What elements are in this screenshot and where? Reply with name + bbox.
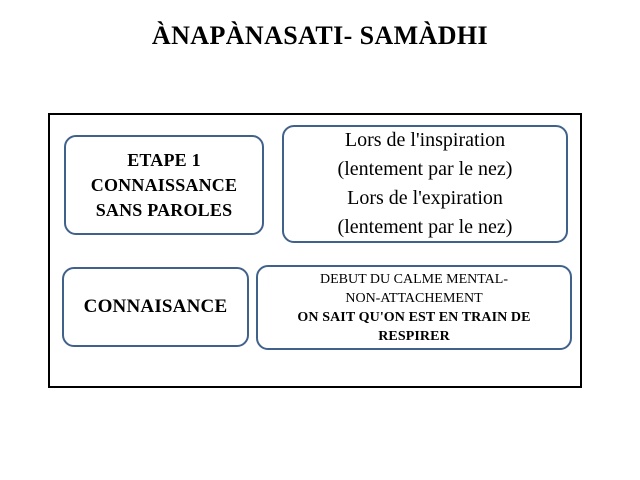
breathing-line-1: Lors de l'inspiration (344, 129, 506, 151)
etape-1-box[interactable]: ETAPE 1 CONNAISSANCE SANS PAROLES (64, 135, 264, 235)
connaisance-line-1: CONNAISANCE (83, 296, 228, 317)
breathing-line-2: (lentement par le nez) (337, 158, 513, 180)
calme-mental-line-1: DEBUT DU CALME MENTAL- (320, 271, 508, 287)
etape-1-line-3: SANS PAROLES (95, 199, 233, 220)
page-title: ÀNAPÀNASATI- SAMÀDHI (151, 21, 489, 50)
etape-1-box-text: ETAPE 1 CONNAISSANCE SANS PAROLES (66, 148, 262, 223)
etape-1-line-2: CONNAISSANCE (90, 174, 238, 195)
breathing-line-4: (lentement par le nez) (337, 216, 513, 238)
calme-mental-text: DEBUT DU CALME MENTAL- NON-ATTACHEMENT O… (258, 270, 570, 346)
calme-mental-line-4: RESPIRER (378, 328, 450, 344)
breathing-instructions-text: Lors de l'inspiration (lentement par le … (284, 126, 566, 242)
diagram-frame: ETAPE 1 CONNAISSANCE SANS PAROLES Lors d… (48, 113, 582, 388)
calme-mental-line-3: ON SAIT QU'ON EST EN TRAIN DE (297, 309, 531, 325)
connaisance-box[interactable]: CONNAISANCE (62, 267, 249, 347)
breathing-instructions-box[interactable]: Lors de l'inspiration (lentement par le … (282, 125, 568, 243)
calme-mental-box[interactable]: DEBUT DU CALME MENTAL- NON-ATTACHEMENT O… (256, 265, 572, 350)
breathing-line-3: Lors de l'expiration (347, 187, 503, 209)
connaisance-box-text: CONNAISANCE (64, 295, 247, 319)
calme-mental-line-2: NON-ATTACHEMENT (345, 290, 483, 306)
etape-1-line-1: ETAPE 1 (127, 149, 201, 170)
